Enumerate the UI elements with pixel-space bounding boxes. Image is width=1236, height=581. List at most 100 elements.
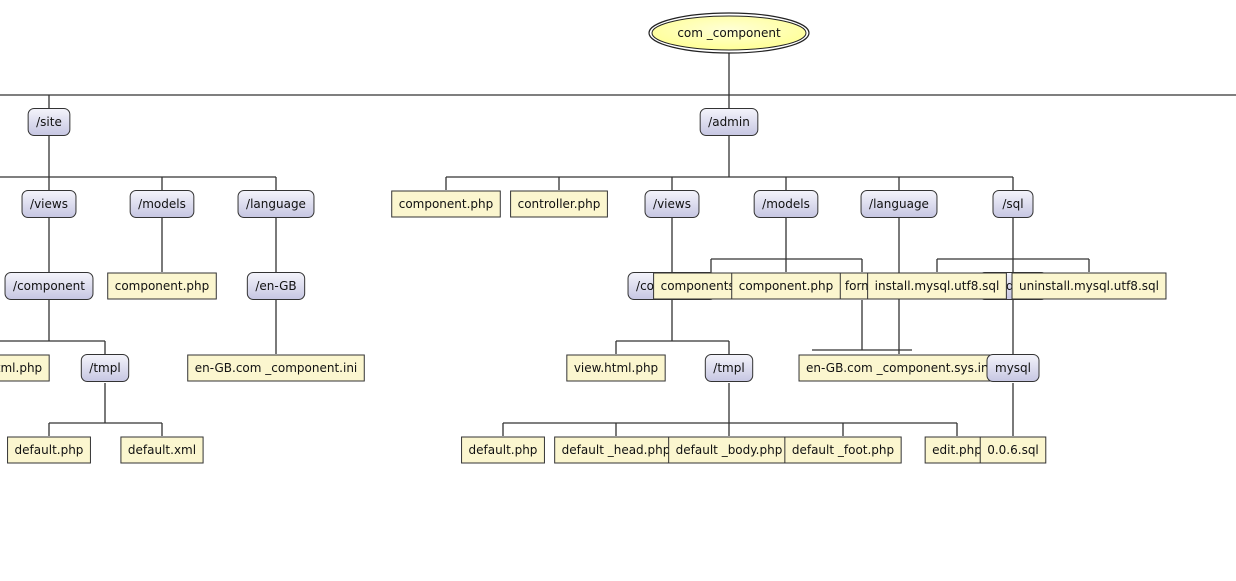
file-label: default.php xyxy=(469,443,538,457)
root-node: com _component xyxy=(648,12,810,54)
file-label: view.html.php xyxy=(0,361,42,375)
file-node-admin-default-php: default.php xyxy=(461,436,545,464)
folder-node-admin-language: /language xyxy=(860,190,938,218)
file-box xyxy=(784,436,902,464)
file-node-admin-component-php: component.php xyxy=(391,190,501,218)
folder-label: /tmpl xyxy=(713,361,744,375)
folder-node-admin: /admin xyxy=(699,108,759,136)
folder-box xyxy=(704,354,754,382)
file-label: component.php xyxy=(739,279,834,293)
file-label: default.xml xyxy=(128,443,196,457)
file-label: component.php xyxy=(399,197,494,211)
file-node-admin-en-gb-sys-ini: en-GB.com _component.sys.ini xyxy=(798,354,1000,382)
file-box xyxy=(668,436,790,464)
file-node-site-view-html-php: view.html.php xyxy=(0,354,50,382)
file-label: default _head.php xyxy=(562,443,671,457)
folder-node-admin-views: /views xyxy=(644,190,700,218)
folder-box xyxy=(129,190,195,218)
file-node-admin-controller-php: controller.php xyxy=(510,190,608,218)
file-box xyxy=(0,354,50,382)
file-box xyxy=(554,436,678,464)
file-node-admin-sql-version: 0.0.6.sql xyxy=(979,436,1047,464)
file-label: component.php xyxy=(115,279,210,293)
root-ellipse-outer xyxy=(648,12,810,54)
file-label: default _body.php xyxy=(676,443,783,457)
folder-box xyxy=(237,190,315,218)
file-label: default.php xyxy=(15,443,84,457)
folder-label: /en-GB xyxy=(255,279,296,293)
folder-node-site-models: /models xyxy=(129,190,195,218)
folder-label: /admin xyxy=(708,115,750,129)
file-label: install.mysql.utf8.sql xyxy=(875,279,1000,293)
folder-box xyxy=(986,354,1040,382)
folder-node-admin-sql: /sql xyxy=(992,190,1034,218)
folder-label: /site xyxy=(36,115,62,129)
folder-node-site: /site xyxy=(27,108,71,136)
file-label: en-GB.com _component.sys.ini xyxy=(806,361,992,375)
folder-node-site-language: /language xyxy=(237,190,315,218)
file-box xyxy=(979,436,1047,464)
file-box xyxy=(461,436,545,464)
folder-box xyxy=(644,190,700,218)
folder-box xyxy=(699,108,759,136)
file-node-admin-default-foot-php: default _foot.php xyxy=(784,436,902,464)
tree-edges xyxy=(0,53,1236,436)
file-node-admin-default-body-php: default _body.php xyxy=(668,436,790,464)
folder-node-admin-mysql: mysql xyxy=(986,354,1040,382)
file-node-admin-edit-php: edit.php xyxy=(924,436,990,464)
folder-label: /views xyxy=(30,197,68,211)
folder-label: /views xyxy=(653,197,691,211)
file-node-admin-view-html-php: view.html.php xyxy=(566,354,666,382)
folder-label: /sql xyxy=(1002,197,1023,211)
folder-box xyxy=(753,190,819,218)
file-box xyxy=(798,354,1000,382)
root-ellipse xyxy=(651,15,807,51)
folder-node-site-tmpl: /tmpl xyxy=(80,354,130,382)
folder-node-site-views: /views xyxy=(21,190,77,218)
file-node-site-en-gb-ini: en-GB.com _component.ini xyxy=(187,354,365,382)
file-box xyxy=(510,190,608,218)
file-box xyxy=(187,354,365,382)
file-label: view.html.php xyxy=(574,361,658,375)
folder-box xyxy=(21,190,77,218)
file-node-admin-default-head-php: default _head.php xyxy=(554,436,678,464)
folder-box xyxy=(860,190,938,218)
file-label: en-GB.com _component.ini xyxy=(195,361,358,375)
folder-label: /models xyxy=(762,197,810,211)
folder-node-site-en-gb: /en-GB xyxy=(246,272,306,300)
file-box xyxy=(391,190,501,218)
folder-label: /language xyxy=(246,197,306,211)
folder-box xyxy=(4,272,94,300)
folder-node-site-component: /component xyxy=(4,272,94,300)
file-node-admin-uninstall-sql: uninstall.mysql.utf8.sql xyxy=(1011,272,1167,300)
file-label: uninstall.mysql.utf8.sql xyxy=(1019,279,1159,293)
file-node-site-default-php: default.php xyxy=(7,436,91,464)
folder-node-admin-tmpl: /tmpl xyxy=(704,354,754,382)
folder-label: /tmpl xyxy=(89,361,120,375)
folder-label: /models xyxy=(138,197,186,211)
folder-box xyxy=(992,190,1034,218)
file-box xyxy=(924,436,990,464)
file-box xyxy=(731,272,841,300)
file-box xyxy=(867,272,1007,300)
file-box xyxy=(1011,272,1167,300)
file-node-site-models-component-php: component.php xyxy=(107,272,217,300)
file-box xyxy=(120,436,204,464)
file-label: default _foot.php xyxy=(792,443,894,457)
folder-box xyxy=(80,354,130,382)
file-box xyxy=(566,354,666,382)
folder-label: mysql xyxy=(995,361,1031,375)
file-box xyxy=(107,272,217,300)
file-node-site-default-xml: default.xml xyxy=(120,436,204,464)
folder-box xyxy=(246,272,306,300)
folder-label: /language xyxy=(869,197,929,211)
file-label: controller.php xyxy=(518,197,601,211)
file-box xyxy=(7,436,91,464)
folder-node-admin-models: /models xyxy=(753,190,819,218)
folder-label: /component xyxy=(13,279,85,293)
file-label: 0.0.6.sql xyxy=(987,443,1039,457)
file-label: edit.php xyxy=(932,443,982,457)
root-label: com _component xyxy=(677,26,781,40)
file-node-admin-models-component-php: component.php xyxy=(731,272,841,300)
